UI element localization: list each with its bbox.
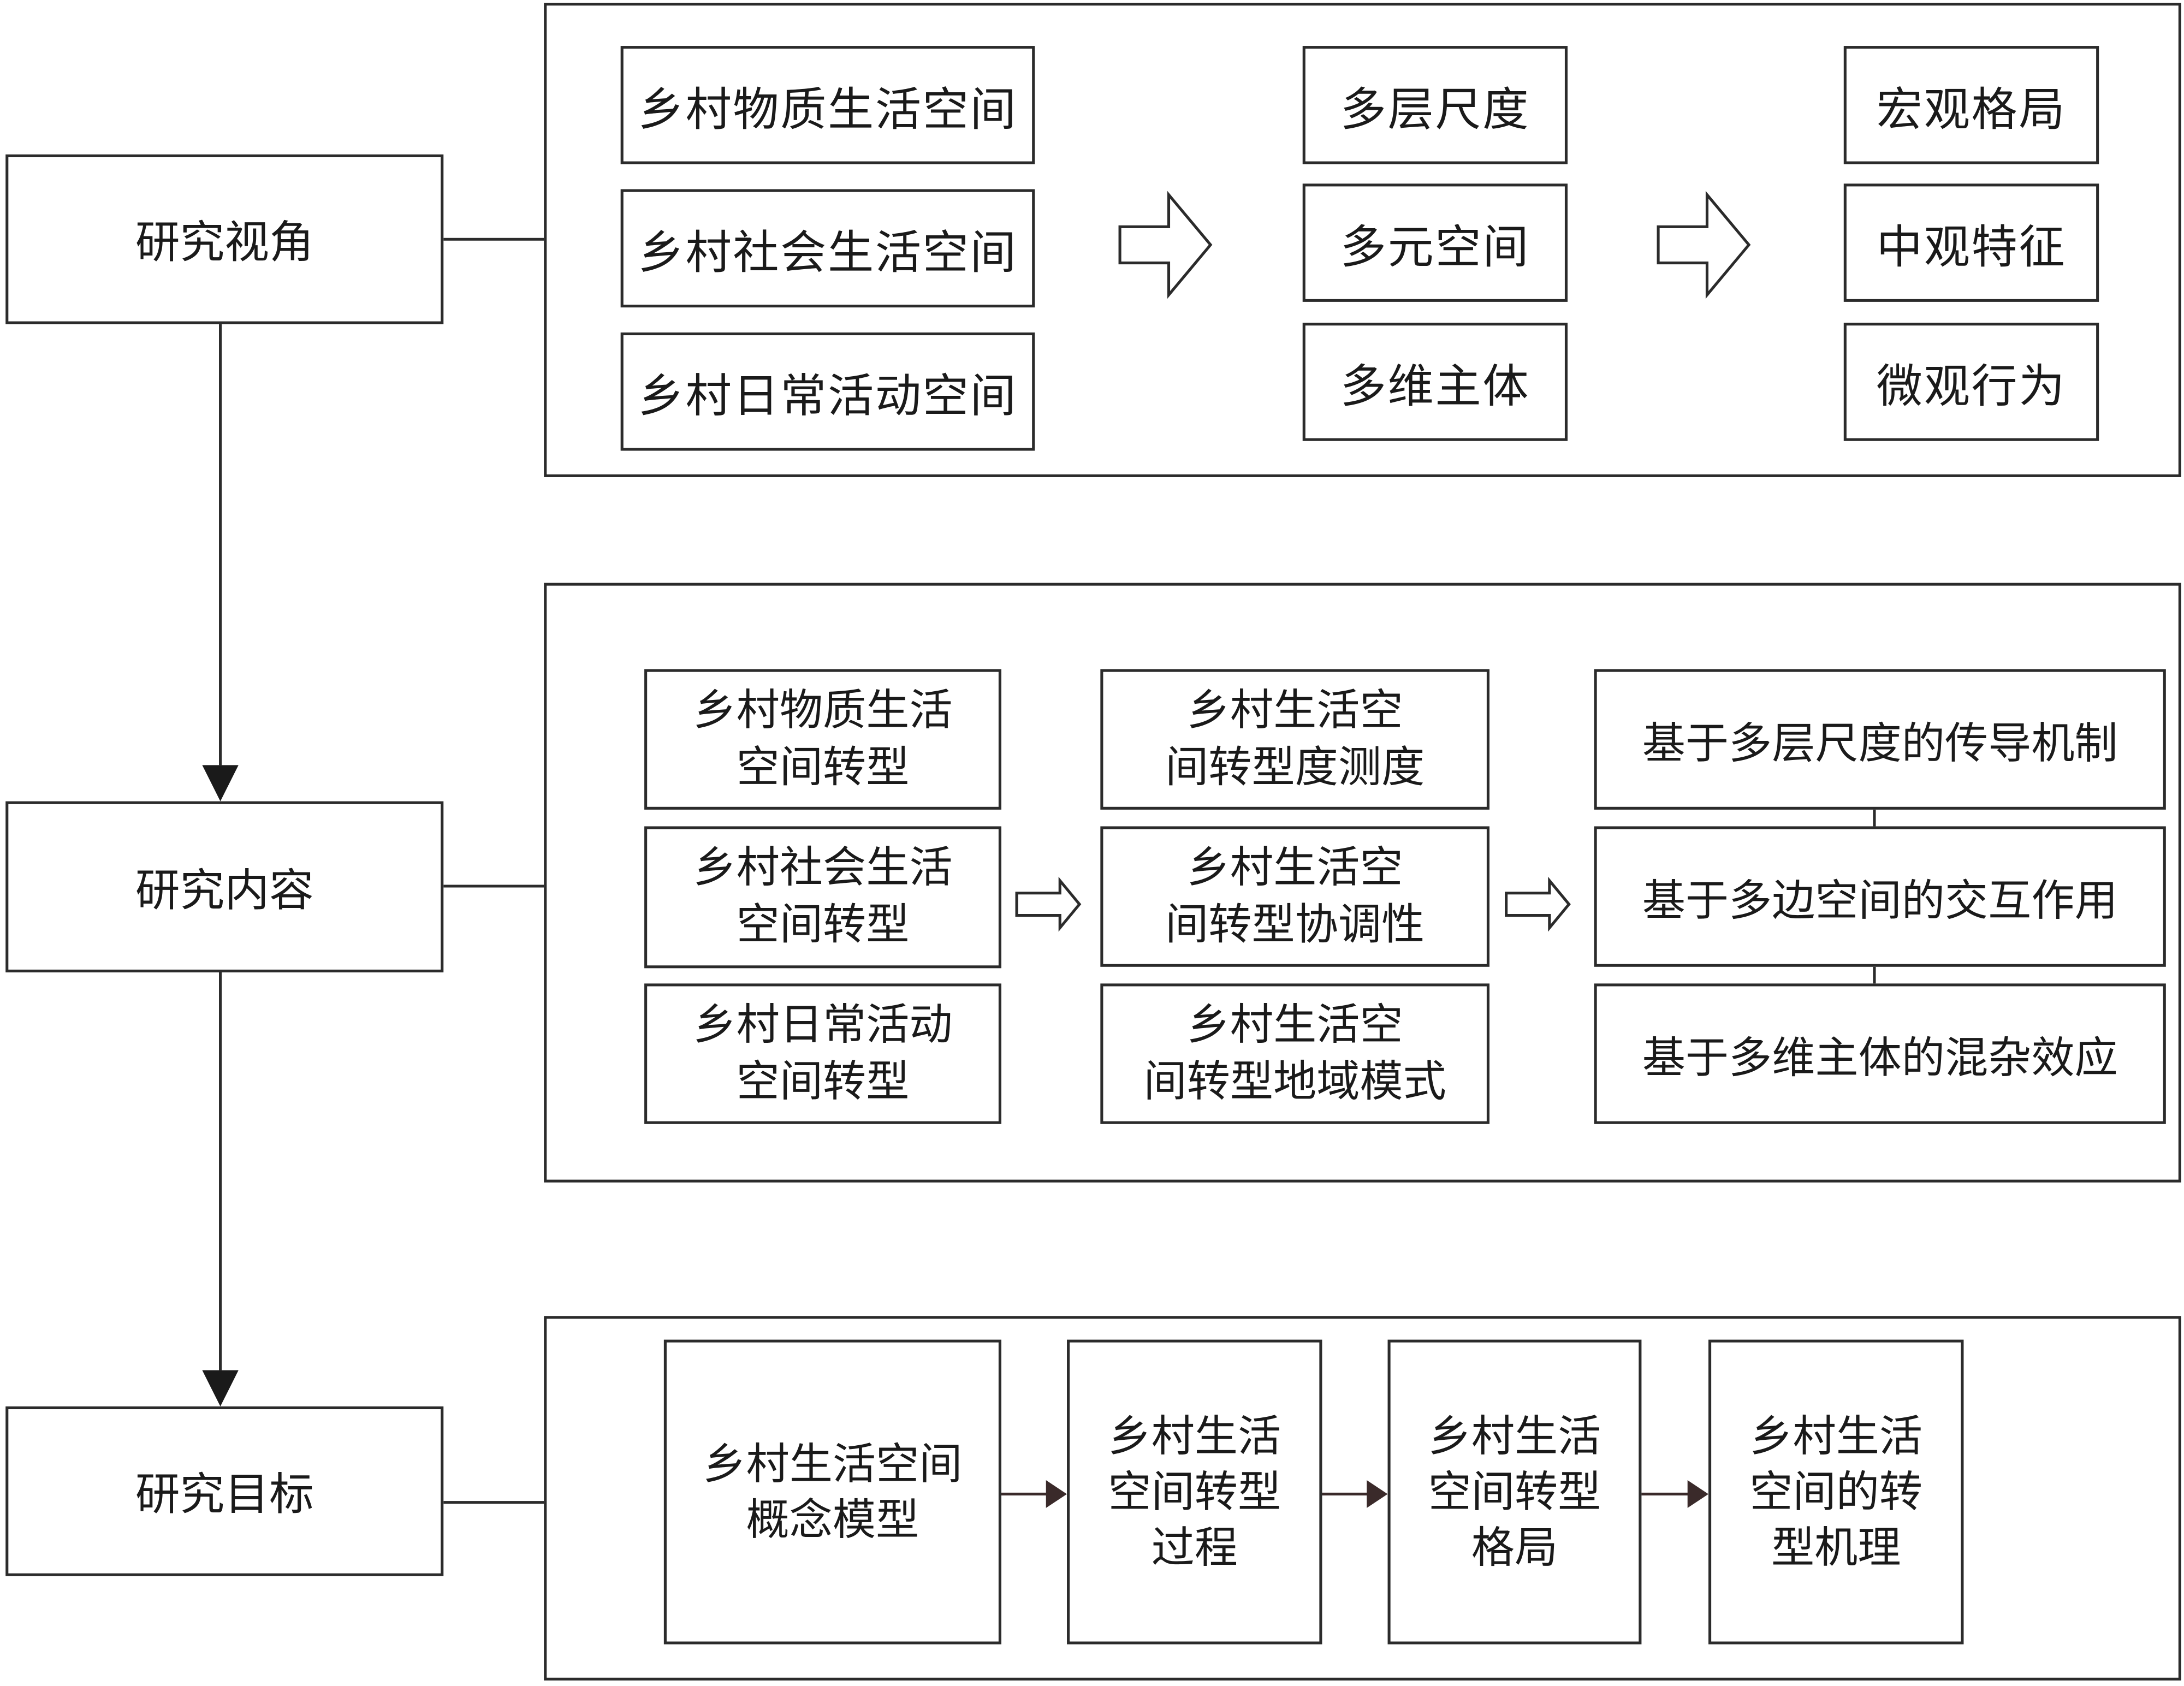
mechanism-label: 基于多边空间的交互作用 [1642,876,2118,927]
transformation-label: 乡村日常活动 空间转型 [693,999,953,1107]
dimension-label: 多层尺度 [1340,81,1530,136]
evaluation-box-coordination: 乡村生活空 间转型协调性 [1100,826,1489,967]
dimension-box-scale: 多层尺度 [1302,46,1568,164]
space-box-material: 乡村物质生活空间 [620,46,1035,164]
objective-panel [544,1316,2181,1681]
space-label: 乡村日常活动空间 [638,367,1018,423]
evaluation-label: 乡村生活空 间转型地域模式 [1143,999,1446,1107]
mechanism-box-interaction: 基于多边空间的交互作用 [1594,826,2166,967]
evaluation-label: 乡村生活空 间转型度测度 [1165,685,1425,793]
objective-step-mechanism: 乡村生活 空间的转 型机理 [1708,1339,1964,1645]
dimension-box-space: 多元空间 [1302,183,1568,302]
side-label-text: 研究视角 [135,215,314,269]
dimension-label: 多维主体 [1340,358,1530,413]
transformation-box-daily: 乡村日常活动 空间转型 [644,983,1001,1124]
side-label-perspective: 研究视角 [5,154,444,324]
arrow-content-to-objective-head [202,1370,239,1406]
dimension-label: 多元空间 [1340,219,1530,274]
content-panel [544,583,2181,1183]
evaluation-box-regional: 乡村生活空 间转型地域模式 [1100,983,1489,1124]
arrow-perspective-to-content-head [202,765,239,802]
side-label-content: 研究内容 [5,801,444,972]
objective-arrow-head [1687,1480,1709,1508]
mechanism-box-conduction: 基于多层尺度的传导机制 [1594,669,2166,810]
side-label-text: 研究内容 [135,863,314,916]
objective-step-pattern: 乡村生活 空间转型 格局 [1387,1339,1642,1645]
side-label-text: 研究目标 [135,1468,314,1521]
level-box-meso: 中观特征 [1843,183,2099,302]
objective-step-label: 乡村生活 空间转型 过程 [1108,1411,1281,1573]
objective-arrow-head [1367,1480,1388,1508]
transformation-box-social: 乡村社会生活 空间转型 [644,826,1001,969]
block-arrow-icon [1118,191,1213,299]
block-arrow-icon [1015,876,1082,932]
objective-step-label: 乡村生活空间 概念模型 [703,1439,963,1545]
level-label: 中观特征 [1876,219,2067,274]
evaluation-box-degree: 乡村生活空 间转型度测度 [1100,669,1489,810]
mechanism-label: 基于多维主体的混杂效应 [1642,1034,2118,1084]
space-box-daily: 乡村日常活动空间 [620,332,1035,451]
side-label-objective: 研究目标 [5,1406,444,1576]
perspective-panel [544,3,2181,477]
space-label: 乡村物质生活空间 [638,81,1018,136]
objective-step-label: 乡村生活 空间转型 格局 [1428,1411,1601,1573]
objective-arrow-head [1046,1480,1067,1508]
level-label: 微观行为 [1876,358,2067,413]
objective-step-concept: 乡村生活空间 概念模型 [663,1339,1001,1645]
objective-step-label: 乡村生活 空间的转 型机理 [1749,1411,1923,1573]
mechanism-label: 基于多层尺度的传导机制 [1642,719,2118,769]
block-arrow-icon [1505,876,1571,932]
block-arrow-icon [1657,191,1751,299]
space-label: 乡村社会生活空间 [638,224,1018,279]
mechanism-box-hybrid: 基于多维主体的混杂效应 [1594,983,2166,1124]
transformation-label: 乡村物质生活 空间转型 [693,685,953,793]
level-label: 宏观格局 [1876,81,2067,136]
transformation-box-material: 乡村物质生活 空间转型 [644,669,1001,810]
objective-step-process: 乡村生活 空间转型 过程 [1067,1339,1322,1645]
dimension-box-subject: 多维主体 [1302,323,1568,441]
space-box-social: 乡村社会生活空间 [620,189,1035,308]
evaluation-label: 乡村生活空 间转型协调性 [1165,842,1425,949]
transformation-label: 乡村社会生活 空间转型 [693,843,953,951]
level-box-macro: 宏观格局 [1843,46,2099,164]
level-box-micro: 微观行为 [1843,323,2099,441]
